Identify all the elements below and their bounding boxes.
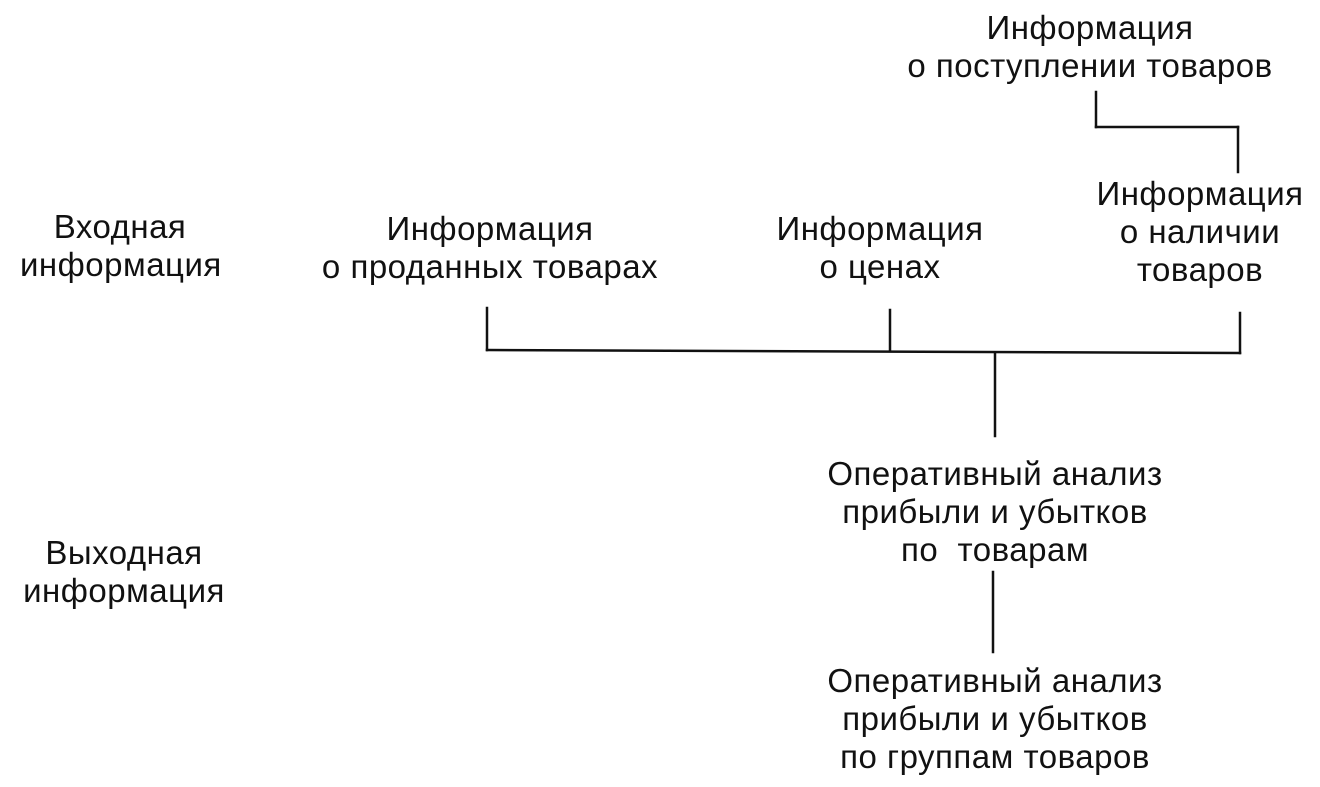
- node-analysis-groups-line2: прибыли и убытков: [842, 700, 1148, 737]
- output-info-label-line1: Выходная: [45, 534, 203, 571]
- node-analysis-goods: Оперативный анализ прибыли и убытков по …: [790, 455, 1200, 569]
- node-receipt-info: Информация о поступлении товаров: [870, 9, 1310, 85]
- node-prices-info-line1: Информация: [776, 210, 984, 247]
- node-prices-info-line2: о ценах: [819, 248, 941, 285]
- connector-input-bus: [485, 348, 1242, 355]
- node-analysis-goods-line2: прибыли и убытков: [842, 493, 1148, 530]
- input-info-label-line1: Входная: [53, 208, 187, 245]
- node-stock-info: Информация о наличии товаров: [1080, 175, 1320, 289]
- node-receipt-info-line2: о поступлении товаров: [907, 47, 1273, 84]
- output-info-label-line2: информация: [23, 572, 225, 609]
- node-analysis-groups-line3: по группам товаров: [840, 738, 1150, 775]
- node-stock-info-line3: товаров: [1136, 251, 1264, 288]
- node-prices-info: Информация о ценах: [750, 210, 1010, 286]
- node-receipt-info-line1: Информация: [986, 9, 1194, 46]
- node-analysis-goods-line1: Оперативный анализ: [827, 455, 1163, 492]
- input-info-label: Входная информация: [20, 208, 222, 284]
- node-sold-info: Информация о проданных товарах: [290, 210, 690, 286]
- input-info-label-line2: информация: [20, 246, 222, 283]
- output-info-label: Выходная информация: [14, 534, 234, 610]
- node-analysis-goods-line3: по товарам: [900, 531, 1090, 568]
- node-stock-info-line1: Информация: [1096, 175, 1304, 212]
- node-sold-info-line1: Информация: [386, 210, 594, 247]
- node-stock-info-line2: о наличии: [1119, 213, 1281, 250]
- node-sold-info-line2: о проданных товарах: [321, 248, 659, 285]
- node-analysis-groups: Оперативный анализ прибыли и убытков по …: [790, 662, 1200, 776]
- node-analysis-groups-line1: Оперативный анализ: [827, 662, 1163, 699]
